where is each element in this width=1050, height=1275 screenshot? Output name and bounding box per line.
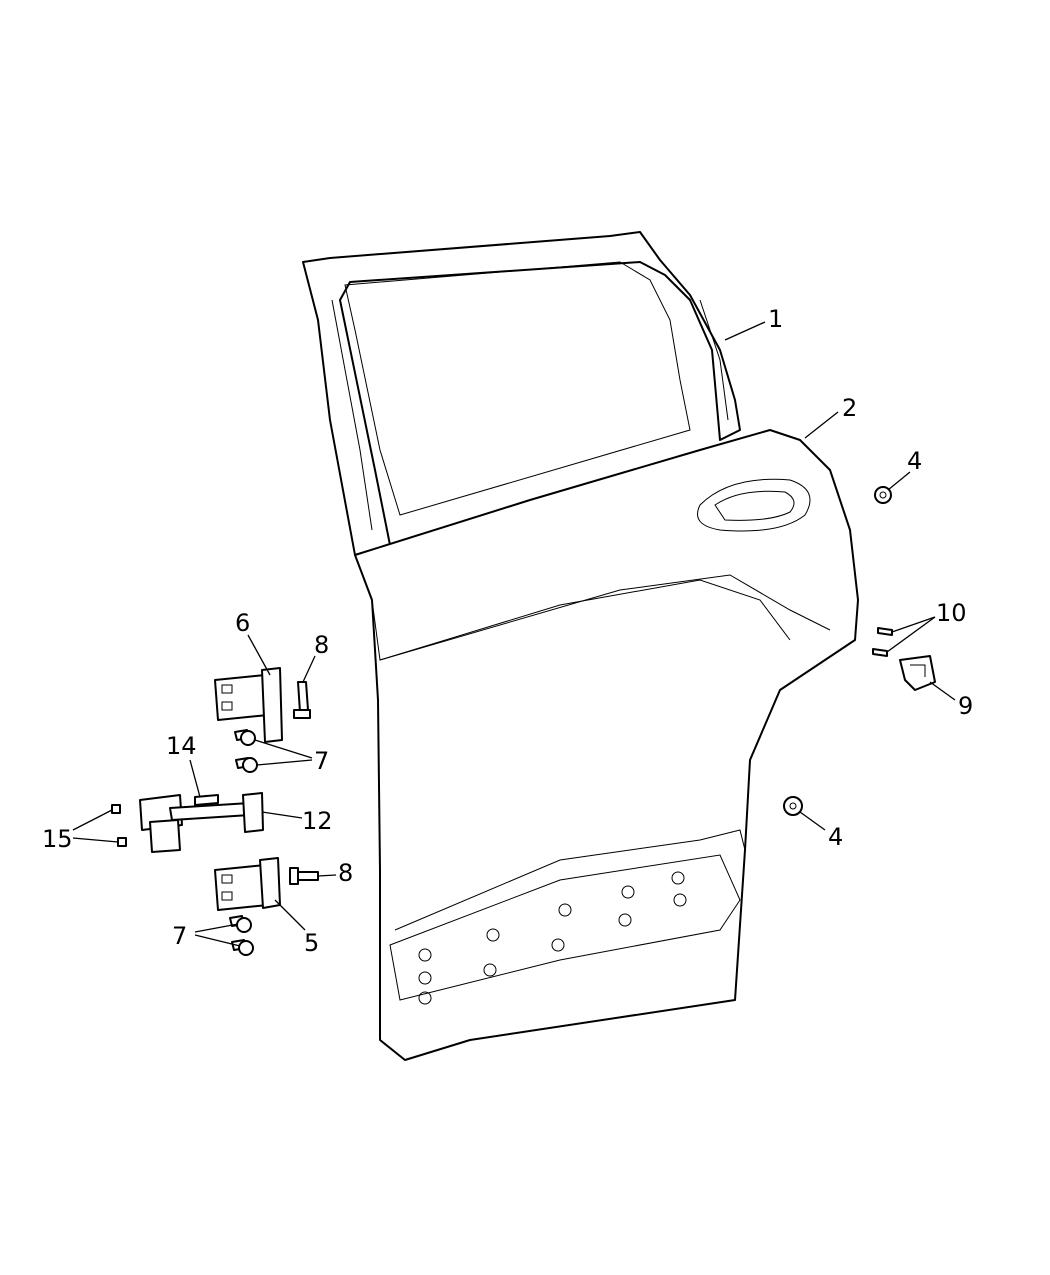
- callout-4-upper: 4: [907, 447, 922, 475]
- screws-10: [872, 627, 893, 657]
- callout-14: 14: [166, 732, 197, 760]
- callout-1: 1: [768, 305, 783, 333]
- callout-9: 9: [958, 692, 973, 720]
- upper-hinge-6: [214, 667, 283, 743]
- callout-2: 2: [842, 394, 857, 422]
- leader-lines: [72, 321, 956, 947]
- callout-8-upper: 8: [314, 631, 329, 659]
- bolt-8-upper: [293, 681, 311, 719]
- nut-4-upper: [874, 486, 892, 504]
- callouts: 1 2 4 10 9 4 6 8 7 14 12 15 8 5 7: [42, 305, 973, 957]
- callout-7-upper: 7: [314, 747, 329, 775]
- callout-5: 5: [304, 929, 319, 957]
- callout-15: 15: [42, 825, 73, 853]
- callout-8-lower: 8: [338, 859, 353, 887]
- door-check-12: [139, 792, 264, 853]
- callout-7-lower: 7: [172, 922, 187, 950]
- callout-10: 10: [936, 599, 967, 627]
- door-shell: [354, 429, 859, 1061]
- bolt-8-lower: [289, 867, 319, 885]
- callout-4-lower: 4: [828, 823, 843, 851]
- bolts-7-lower: [229, 915, 254, 956]
- callout-12: 12: [302, 807, 333, 835]
- clips-15: [111, 804, 127, 847]
- bolts-7-upper: [234, 729, 258, 773]
- pin-14: [194, 794, 219, 806]
- nut-4-lower: [783, 796, 803, 816]
- callout-6: 6: [235, 609, 250, 637]
- door-holes: [418, 871, 687, 1005]
- striker-9: [899, 655, 936, 691]
- lower-hinge-5: [214, 857, 281, 911]
